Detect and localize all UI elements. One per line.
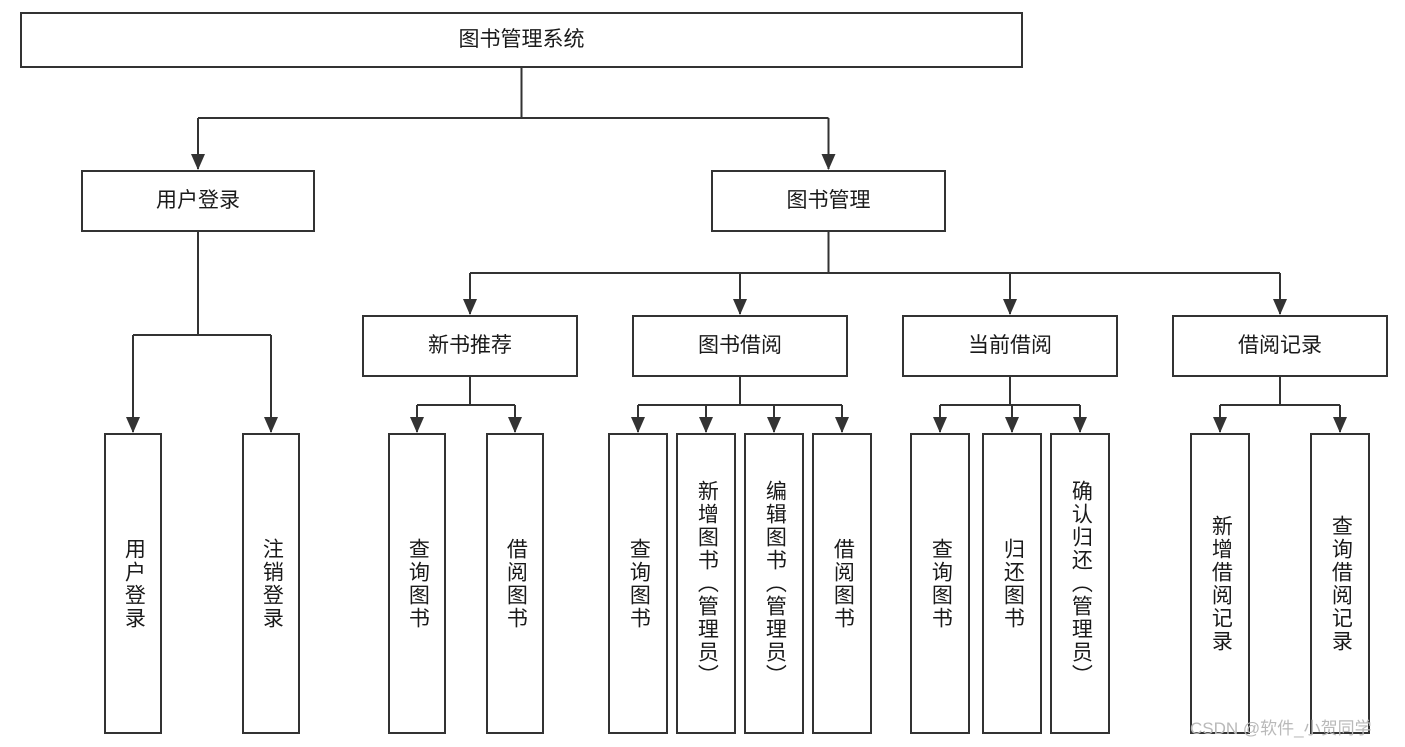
node-label: 新增借阅记录: [1209, 514, 1233, 653]
node-label: 图书借阅: [698, 333, 782, 357]
node-label: 借阅记录: [1238, 333, 1322, 357]
node-label: 用户登录: [156, 188, 240, 212]
node-leaf-confirm-return: 确认归还（管理员）: [1050, 433, 1110, 734]
edge-arrowhead: [463, 299, 477, 315]
edge-arrowhead: [1273, 299, 1287, 315]
edge-arrowhead: [410, 417, 424, 433]
node-leaf-add-record: 新增借阅记录: [1190, 433, 1250, 734]
edge-arrowhead: [264, 417, 278, 433]
edge-arrowhead: [1333, 417, 1347, 433]
node-root: 图书管理系统: [20, 12, 1023, 68]
node-label: 查询图书: [406, 537, 430, 630]
node-label: 查询图书: [627, 537, 651, 630]
edge-arrowhead: [933, 417, 947, 433]
node-label: 归还图书: [1001, 537, 1025, 630]
edge-arrowhead: [126, 417, 140, 433]
node-book-borrow: 图书借阅: [632, 315, 848, 377]
node-book-manage: 图书管理: [711, 170, 946, 232]
node-new-book-rec: 新书推荐: [362, 315, 578, 377]
node-leaf-borrow-book-2: 借阅图书: [812, 433, 872, 734]
node-leaf-return-book: 归还图书: [982, 433, 1042, 734]
edge-arrowhead: [1003, 299, 1017, 315]
node-leaf-user-login: 用户登录: [104, 433, 162, 734]
node-label: 注销登录: [260, 537, 284, 630]
edge-arrowhead: [631, 417, 645, 433]
node-leaf-add-book: 新增图书（管理员）: [676, 433, 736, 734]
node-leaf-query-book-2: 查询图书: [608, 433, 668, 734]
node-borrow-record: 借阅记录: [1172, 315, 1388, 377]
edge-arrowhead: [733, 299, 747, 315]
node-current-borrow: 当前借阅: [902, 315, 1118, 377]
edge-arrowhead: [767, 417, 781, 433]
edge-arrowhead: [191, 154, 205, 170]
node-label: 编辑图书（管理员）: [763, 480, 787, 687]
node-label: 借阅图书: [504, 537, 528, 630]
edge-arrowhead: [821, 154, 836, 170]
node-label: 新增图书（管理员）: [695, 480, 719, 687]
edge-arrowhead: [1073, 417, 1087, 433]
node-leaf-borrow-book-1: 借阅图书: [486, 433, 544, 734]
node-leaf-edit-book: 编辑图书（管理员）: [744, 433, 804, 734]
node-leaf-query-record: 查询借阅记录: [1310, 433, 1370, 734]
node-label: 图书管理系统: [458, 27, 585, 51]
node-label: 当前借阅: [968, 333, 1052, 357]
node-label: 借阅图书: [831, 537, 855, 630]
node-label: 图书管理: [786, 188, 871, 212]
node-label: 新书推荐: [428, 333, 512, 357]
node-leaf-user-logout: 注销登录: [242, 433, 300, 734]
node-label: 查询图书: [929, 537, 953, 630]
edge-arrowhead: [835, 417, 849, 433]
node-leaf-query-book-3: 查询图书: [910, 433, 970, 734]
edge-arrowhead: [1005, 417, 1019, 433]
edge-arrowhead: [508, 417, 522, 433]
edge-arrowhead: [699, 417, 713, 433]
node-label: 查询借阅记录: [1329, 514, 1353, 653]
node-label: 用户登录: [122, 537, 146, 630]
node-leaf-query-book-1: 查询图书: [388, 433, 446, 734]
node-user-login: 用户登录: [81, 170, 315, 232]
edge-arrowhead: [1213, 417, 1227, 433]
node-label: 确认归还（管理员）: [1069, 480, 1093, 687]
